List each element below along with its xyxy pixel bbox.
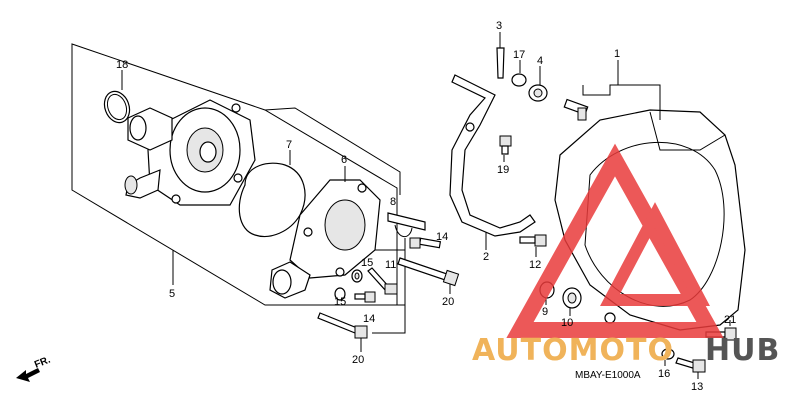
- callout-labels: 1 2 3 4 5 6 7 8 9 10 11 12 13 14 14 15 1…: [116, 20, 736, 393]
- part-3-pin: [496, 47, 505, 79]
- part-6-pump-cover: [269, 179, 381, 299]
- watermark-text-right: HUB: [705, 333, 780, 368]
- callout-17: 17: [513, 49, 525, 61]
- callout-20-lower: 20: [352, 354, 364, 366]
- part-14-bolt-upper: [409, 237, 442, 249]
- callout-6: 6: [341, 154, 347, 166]
- part-7-gasket: [238, 162, 306, 237]
- direction-label: FR.: [33, 354, 52, 370]
- callout-21: 21: [724, 314, 736, 326]
- watermark-text-left: AUTOMOTO: [472, 333, 674, 368]
- watermark-logo: [506, 143, 724, 338]
- callout-7: 7: [286, 139, 292, 151]
- part-15-washer-upper: [351, 269, 363, 283]
- part-20-bolt-lower: [317, 312, 368, 339]
- callout-4: 4: [537, 55, 543, 67]
- part-1-stud: [563, 98, 589, 121]
- part-17-washer: [511, 73, 527, 87]
- callout-9: 9: [542, 306, 548, 318]
- part-2-bracket: [449, 74, 536, 237]
- front-direction-icon: FR.: [16, 354, 52, 382]
- part-5-water-pump-assembly: [124, 99, 256, 206]
- part-12-bolt: [519, 234, 547, 247]
- assembly-frame-14: [372, 249, 406, 334]
- callout-5: 5: [169, 288, 175, 300]
- callout-1: 1: [614, 48, 620, 60]
- callout-2: 2: [483, 251, 489, 263]
- callout-14-upper: 14: [436, 231, 448, 243]
- leader-lines: [121, 32, 731, 379]
- part-15-washer-lower: [334, 287, 346, 301]
- part-8-clip: [387, 212, 426, 231]
- callout-20-right: 20: [442, 296, 454, 308]
- callout-8: 8: [390, 196, 396, 208]
- callout-13: 13: [691, 381, 703, 393]
- part-10-collar: [562, 287, 582, 309]
- part-16-washer: [661, 348, 675, 360]
- callout-10: 10: [561, 317, 573, 329]
- part-13-bolt: [675, 357, 706, 373]
- part-18-o-ring-inner: [106, 93, 128, 121]
- callout-15-lower: 15: [334, 296, 346, 308]
- callout-11: 11: [385, 259, 396, 271]
- callout-12: 12: [529, 259, 541, 271]
- callout-3: 3: [496, 20, 502, 32]
- part-19-bolt: [499, 135, 512, 155]
- callout-18: 18: [116, 59, 128, 71]
- diagram-code: MBAY-E1000A: [575, 370, 641, 381]
- callout-15-upper: 15: [361, 257, 373, 269]
- part-14-bolt-lower: [354, 291, 376, 303]
- part-11-bolt: [367, 267, 398, 295]
- callout-14-lower: 14: [363, 313, 375, 325]
- callout-19: 19: [497, 164, 509, 176]
- callout-16: 16: [658, 368, 670, 380]
- part-20-bolt-right: [397, 257, 460, 287]
